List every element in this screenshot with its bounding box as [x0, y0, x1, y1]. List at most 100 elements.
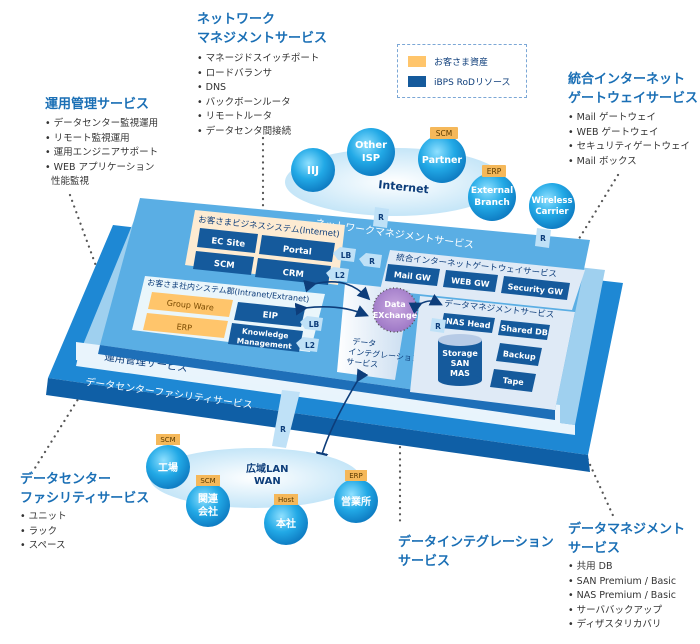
- svg-text:Tape: Tape: [502, 376, 524, 387]
- arrow-exchange-data: [408, 293, 443, 315]
- svg-text:Storage: Storage: [442, 349, 478, 358]
- wan-node-factory: 工場 SCM: [146, 434, 190, 489]
- svg-text:L2: L2: [305, 341, 315, 350]
- svg-text:工場: 工場: [158, 461, 178, 474]
- tag-erp: [482, 165, 506, 177]
- svg-text:R: R: [369, 257, 375, 266]
- box-knowledge-management: Knowledge Management: [228, 323, 303, 352]
- svg-text:R: R: [540, 234, 546, 243]
- svg-text:IIJ: IIJ: [307, 164, 319, 177]
- connector-l2-intranet: L2: [296, 337, 319, 352]
- svg-text:ERP: ERP: [176, 322, 192, 333]
- data-flow-arrows: [294, 279, 443, 466]
- connector-l2-business: L2: [326, 267, 349, 282]
- wan-node-headquarters: 本社 Host: [264, 494, 308, 545]
- intranet-panel: お客さま社内システム郡(Intranet/Extranet) Group War…: [132, 276, 325, 352]
- internet-node-other-isp: Other ISP: [347, 128, 395, 176]
- svg-text:EXchange: EXchange: [373, 311, 418, 320]
- svg-text:R: R: [378, 213, 384, 222]
- svg-text:R: R: [435, 322, 441, 331]
- connector-lb-business: LB: [333, 247, 356, 262]
- list-item: Mail ゲートウェイ: [568, 111, 690, 126]
- business-system-panel: お客さまビジネスシステム(Internet) EC Site Portal SC…: [185, 210, 345, 285]
- connector-r-wan: R: [272, 390, 300, 448]
- svg-text:SCM: SCM: [200, 477, 215, 485]
- svg-text:LB: LB: [341, 251, 352, 260]
- callout-facility-title: データセンター ファシリティサービス: [20, 472, 150, 506]
- box-erp: ERP: [143, 313, 228, 338]
- list-item: データセンタ間接続: [197, 125, 319, 140]
- svg-text:WEB GW: WEB GW: [451, 276, 490, 289]
- tag-scm: [430, 127, 458, 139]
- svg-text:営業所: 営業所: [341, 495, 371, 508]
- list-item: DNS: [197, 81, 319, 96]
- callout-integration-title: データインテグレーション サービス: [398, 535, 554, 569]
- svg-text:会社: 会社: [198, 505, 218, 518]
- legend-swatch-rod: [408, 76, 426, 87]
- list-item: スペース: [20, 539, 67, 554]
- callout-network-title: ネットワーク マネジメントサービス: [197, 12, 328, 46]
- svg-text:LB: LB: [309, 320, 320, 329]
- connector-lb-intranet: LB: [300, 316, 323, 331]
- legend-item-rod-resources: iBPS RoDリソース: [408, 75, 511, 88]
- box-portal: Portal: [259, 235, 335, 262]
- svg-text:Carrier: Carrier: [535, 207, 569, 217]
- arrow-intranet-exchange: [294, 302, 369, 318]
- svg-text:CRM: CRM: [282, 268, 304, 280]
- connector-r-internet: R: [373, 207, 389, 228]
- callout-gateway-list: Mail ゲートウェイ WEB ゲートウェイ セキュリティゲートウェイ Mail…: [568, 111, 690, 169]
- internet-label: Internet: [378, 178, 430, 196]
- svg-text:SCM: SCM: [436, 129, 452, 138]
- connector-r-gateway: R: [359, 253, 382, 268]
- list-item: ディザスタリカバリ: [568, 618, 676, 633]
- svg-text:External: External: [471, 186, 513, 196]
- internet-node-wireless-carrier: Wireless Carrier: [529, 183, 575, 229]
- internet-node-external-branch: External Branch ERP: [468, 165, 516, 221]
- svg-text:Mail GW: Mail GW: [393, 270, 431, 283]
- box-security-gw: Security GW: [501, 276, 570, 300]
- storage-cylinder: Storage SAN MAS: [438, 334, 482, 386]
- wan-node-sales-office: 営業所 ERP: [334, 470, 378, 523]
- svg-text:MAS: MAS: [450, 369, 470, 378]
- svg-text:本社: 本社: [276, 517, 296, 530]
- svg-text:L2: L2: [335, 271, 345, 280]
- svg-text:サービス: サービス: [346, 357, 379, 369]
- svg-text:関連: 関連: [198, 492, 219, 505]
- list-item: 共用 DB: [568, 560, 676, 575]
- connector-r-wireless: R: [535, 228, 551, 248]
- svg-text:SCM: SCM: [213, 259, 235, 271]
- list-item: 性能監視: [51, 176, 90, 187]
- wan-label: 広域LAN: [246, 462, 288, 475]
- legend-item-customer-assets: お客さま資産: [408, 55, 488, 68]
- box-tape: Tape: [490, 369, 536, 392]
- svg-text:WAN: WAN: [254, 476, 281, 487]
- list-item: サーババックアップ: [568, 604, 676, 619]
- svg-text:ERP: ERP: [349, 472, 363, 480]
- svg-text:Host: Host: [278, 496, 294, 504]
- arrow-business-exchange: [303, 279, 371, 301]
- list-item: バックボーンルータ: [197, 96, 319, 111]
- callout-operation-list: データセンター監視運用 リモート監視運用 運用エンジニアサポート WEB アプリ…: [45, 117, 158, 190]
- wan-node-affiliate: 関連 会社 SCM: [186, 475, 230, 527]
- connectors: LB L2 LB L2 R R R R R: [272, 207, 551, 448]
- list-item: NAS Premium / Basic: [568, 589, 676, 604]
- callout-data-mgmt-title: データマネジメント サービス: [568, 522, 686, 556]
- legend: お客さま資産 iBPS RoDリソース: [397, 44, 527, 98]
- list-item: WEB ゲートウェイ: [568, 126, 690, 141]
- svg-text:ERP: ERP: [487, 167, 502, 176]
- list-item: WEB アプリケーション: [45, 161, 158, 176]
- box-crm: CRM: [255, 258, 331, 285]
- box-eip: EIP: [234, 302, 305, 327]
- svg-text:SAN: SAN: [451, 359, 470, 368]
- svg-text:SCM: SCM: [160, 436, 175, 444]
- svg-text:Backup: Backup: [502, 349, 536, 361]
- box-nas-head: NAS Head: [441, 313, 495, 333]
- list-item: セキュリティゲートウェイ: [568, 140, 690, 155]
- data-mgmt-panel: データマネジメントサービス NAS Head Shared DB Backup …: [410, 296, 575, 410]
- leader-facility: [33, 362, 102, 470]
- svg-text:Partner: Partner: [422, 155, 463, 166]
- legend-swatch-customer: [408, 56, 426, 67]
- list-item: データセンター監視運用: [45, 117, 159, 132]
- callout-operation-title: 運用管理サービス: [45, 97, 150, 112]
